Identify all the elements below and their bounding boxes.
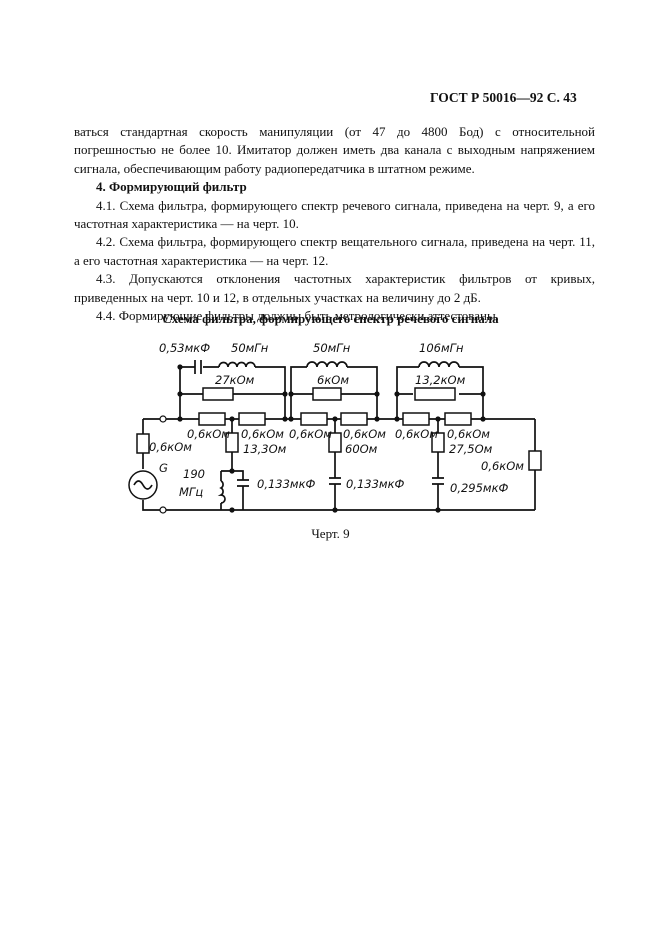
paragraph-continuation: ваться стандартная скорость манипуляции … [74, 124, 595, 176]
label-csh3: 0,295мкФ [450, 481, 509, 495]
section-2-resistor [312, 387, 342, 401]
shunt-1-inductor [217, 480, 226, 504]
label-csh1: 0,133мкФ [257, 477, 316, 491]
label-rgen: 0,6кОм [149, 440, 192, 454]
label-rsh1: 13,3Ом [243, 442, 287, 456]
section-2-inductor [306, 361, 348, 368]
series-resistor-2a [300, 412, 328, 426]
label-r1: 27кОм [215, 373, 255, 387]
figure-caption: Черт. 9 [311, 526, 350, 541]
section-1-capacitor [194, 360, 202, 374]
load-resistor [528, 450, 542, 471]
input-terminal-top [159, 415, 167, 423]
series-resistor-1a [198, 412, 226, 426]
label-csh2: 0,133мкФ [346, 477, 405, 491]
label-r3: 13,2кОм [415, 373, 466, 387]
paragraph-4-2: 4.2. Схема фильтра, формирующего спектр … [74, 234, 595, 268]
section-3-inductor [418, 361, 460, 368]
figure-title: Схема фильтра, формирующего спектр речев… [162, 311, 499, 326]
series-resistor-3b [444, 412, 472, 426]
shunt-3-resistor [431, 432, 445, 453]
series-resistor-2b [340, 412, 368, 426]
generator-wire [142, 418, 163, 511]
page-header: ГОСТ Р 50016—92 С. 43 [430, 90, 577, 105]
section-1-inductor [218, 361, 256, 368]
shunt-1-resistor [225, 432, 239, 453]
label-gen: G [159, 461, 168, 475]
label-lf: 190 [183, 467, 205, 481]
paragraph-4-4: 4.4. Формирующие фильтры должны быть мет… [96, 308, 499, 324]
label-l3: 106мГн [419, 341, 464, 355]
section-title: 4. Формирующий фильтр [96, 179, 247, 195]
label-rs2a: 0,6кОм [289, 427, 332, 441]
body-text: ваться стандартная скорость манипуляции … [74, 123, 595, 325]
label-lf-unit: МГц [179, 485, 203, 499]
label-l2: 50мГн [313, 341, 351, 355]
filter-schematic: 0,53мкФ 50мГн 27кОм 50мГн 6кОм 106мГн 13… [128, 341, 542, 514]
label-r2: 6кОм [317, 373, 349, 387]
section-3-resistor [414, 387, 456, 401]
input-terminal-bottom [159, 506, 167, 514]
section-3-wire [396, 366, 484, 419]
label-rsh3: 27,5Ом [449, 442, 493, 456]
shunt-1-capacitor [237, 479, 249, 487]
label-rsh2: 60Ом [345, 442, 378, 456]
section-1-resistor [202, 387, 234, 401]
paragraph-4-3: 4.3. Допускаются отклонения частотных ха… [74, 271, 595, 305]
sine-icon [133, 480, 153, 490]
shunt-2-capacitor [329, 477, 341, 485]
label-rs3b: 0,6кОм [447, 427, 490, 441]
label-rs1a: 0,6кОм [187, 427, 230, 441]
shunt-3-capacitor [432, 477, 444, 485]
section-2-wire [290, 366, 378, 419]
series-resistor-3a [402, 412, 430, 426]
label-rs1b: 0,6кОм [241, 427, 284, 441]
label-c1: 0,53мкФ [159, 341, 210, 355]
paragraph-4-1: 4.1. Схема фильтра, формирующего спектр … [74, 197, 595, 232]
label-l1: 50мГн [231, 341, 269, 355]
shunt-2-resistor [328, 432, 342, 453]
generator-resistor [136, 433, 150, 454]
series-resistor-1b [238, 412, 266, 426]
label-rload: 0,6кОм [481, 459, 524, 473]
label-rs3a: 0,6кОм [395, 427, 438, 441]
label-rs2b: 0,6кОм [343, 427, 386, 441]
